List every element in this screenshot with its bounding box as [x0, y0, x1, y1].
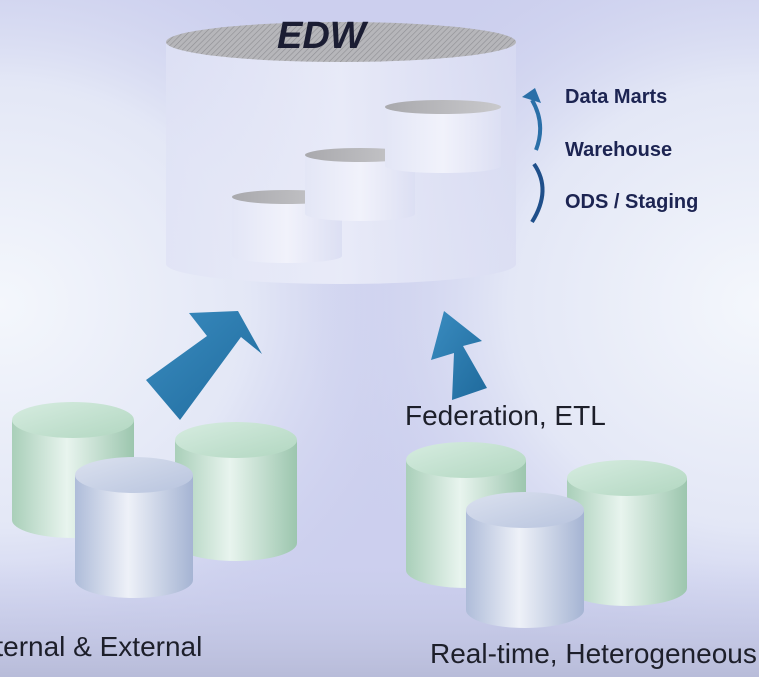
left-source-cylinder-green-back	[12, 402, 134, 538]
integration-label: Federation, ETL	[405, 400, 606, 431]
layer-label-ods-staging: ODS / Staging	[565, 191, 699, 213]
left-source-cylinder-blue	[75, 457, 193, 598]
right-source-cylinder-green-right	[567, 460, 687, 606]
layer-label-warehouse: Warehouse	[565, 139, 673, 161]
left-sources-caption: Internal & External	[0, 631, 203, 662]
left-ingest-arrow	[146, 311, 262, 420]
right-source-cylinder-blue	[466, 492, 584, 628]
left-source-cylinder-green-right	[175, 422, 297, 561]
right-ingest-arrow	[431, 311, 487, 400]
right-sources-caption: Real-time, Heterogeneous	[430, 638, 757, 669]
data-marts-cylinder	[385, 100, 501, 173]
layer-flow-arrows	[522, 88, 545, 224]
layer-label-data-marts: Data Marts	[565, 86, 668, 108]
edw-cylinder-top	[166, 22, 516, 62]
edw-title: EDW	[277, 15, 366, 57]
